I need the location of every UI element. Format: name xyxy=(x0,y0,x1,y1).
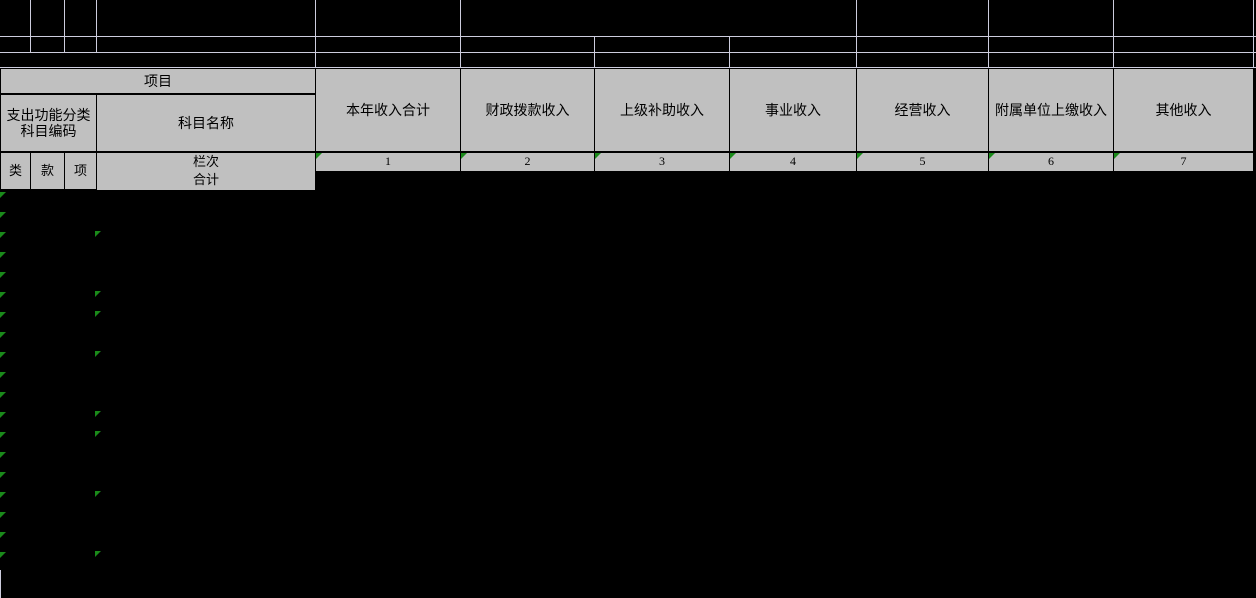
gridline-col-a xyxy=(30,0,31,52)
code-level-kuan[interactable]: 款 xyxy=(30,152,65,190)
error-marker-col-a-14 xyxy=(0,472,6,478)
gridline-col-h xyxy=(856,0,857,68)
column-header-7[interactable]: 其他收入 xyxy=(1113,68,1254,152)
gridline-col-d xyxy=(315,0,316,68)
column-header-3[interactable]: 上级补助收入 xyxy=(594,68,730,152)
column-number-4[interactable]: 4 xyxy=(729,152,857,172)
error-marker-col-d-2 xyxy=(95,311,101,317)
code-level-xiang[interactable]: 项 xyxy=(64,152,97,190)
error-marker-col-a-13 xyxy=(0,452,6,458)
column-number-6[interactable]: 6 xyxy=(988,152,1114,172)
error-marker-col-a-2 xyxy=(0,232,6,238)
error-marker-col-d-5 xyxy=(95,431,101,437)
column-number-7[interactable]: 7 xyxy=(1113,152,1254,172)
gridline-col-i xyxy=(988,0,989,68)
code-level-lei[interactable]: 类 xyxy=(0,152,31,190)
error-marker-col-d-0 xyxy=(95,231,101,237)
gridline-col-g xyxy=(729,36,730,68)
gridline-col-k xyxy=(1253,0,1254,68)
column-header-1[interactable]: 本年收入合计 xyxy=(315,68,461,152)
error-marker-col-a-1 xyxy=(0,212,6,218)
row-label-group-header[interactable]: 支出功能分类 科目编码 xyxy=(0,94,97,152)
gridline-bottom-fragment xyxy=(0,570,1,598)
error-marker-col-a-5 xyxy=(0,292,6,298)
error-marker-col-a-7 xyxy=(0,332,6,338)
gridline-col-f xyxy=(594,36,595,68)
group-header-xiangmu[interactable]: 项目 xyxy=(0,68,316,94)
gridline-col-e xyxy=(460,0,461,68)
error-marker-col-d-4 xyxy=(95,411,101,417)
error-marker-col-d-6 xyxy=(95,491,101,497)
error-marker-col-a-9 xyxy=(0,372,6,378)
error-marker-col-a-15 xyxy=(0,492,6,498)
column-header-2[interactable]: 财政拨款收入 xyxy=(460,68,595,152)
line-number-label[interactable]: 栏次 xyxy=(96,152,316,171)
gridline-row-1 xyxy=(0,36,1256,37)
column-number-2[interactable]: 2 xyxy=(460,152,595,172)
error-marker-col-a-8 xyxy=(0,352,6,358)
total-row-label[interactable]: 合计 xyxy=(96,171,316,191)
column-header-6[interactable]: 附属单位上缴收入 xyxy=(988,68,1114,152)
error-marker-col-a-6 xyxy=(0,312,6,318)
gridline-col-j xyxy=(1113,0,1114,68)
gridline-row-3 xyxy=(0,67,1256,68)
gridline-col-c xyxy=(96,0,97,52)
column-number-5[interactable]: 5 xyxy=(856,152,989,172)
error-marker-col-d-7 xyxy=(95,551,101,557)
error-marker-col-a-10 xyxy=(0,392,6,398)
error-marker-col-a-17 xyxy=(0,532,6,538)
column-header-4[interactable]: 事业收入 xyxy=(729,68,857,152)
gridline-row-2 xyxy=(0,52,1256,53)
error-marker-col-a-4 xyxy=(0,272,6,278)
column-number-3[interactable]: 3 xyxy=(594,152,730,172)
empty-grid-region[interactable] xyxy=(0,0,1256,68)
column-header-5[interactable]: 经营收入 xyxy=(856,68,989,152)
error-marker-col-a-11 xyxy=(0,412,6,418)
gridline-col-b xyxy=(64,0,65,52)
error-marker-col-d-1 xyxy=(95,291,101,297)
error-marker-col-a-18 xyxy=(0,552,6,558)
column-number-1[interactable]: 1 xyxy=(315,152,461,172)
error-marker-col-a-16 xyxy=(0,512,6,518)
error-marker-col-a-12 xyxy=(0,432,6,438)
error-marker-col-a-3 xyxy=(0,252,6,258)
subject-name-header[interactable]: 科目名称 xyxy=(96,94,316,152)
error-marker-col-d-3 xyxy=(95,351,101,357)
error-marker-col-a-0 xyxy=(0,192,6,198)
